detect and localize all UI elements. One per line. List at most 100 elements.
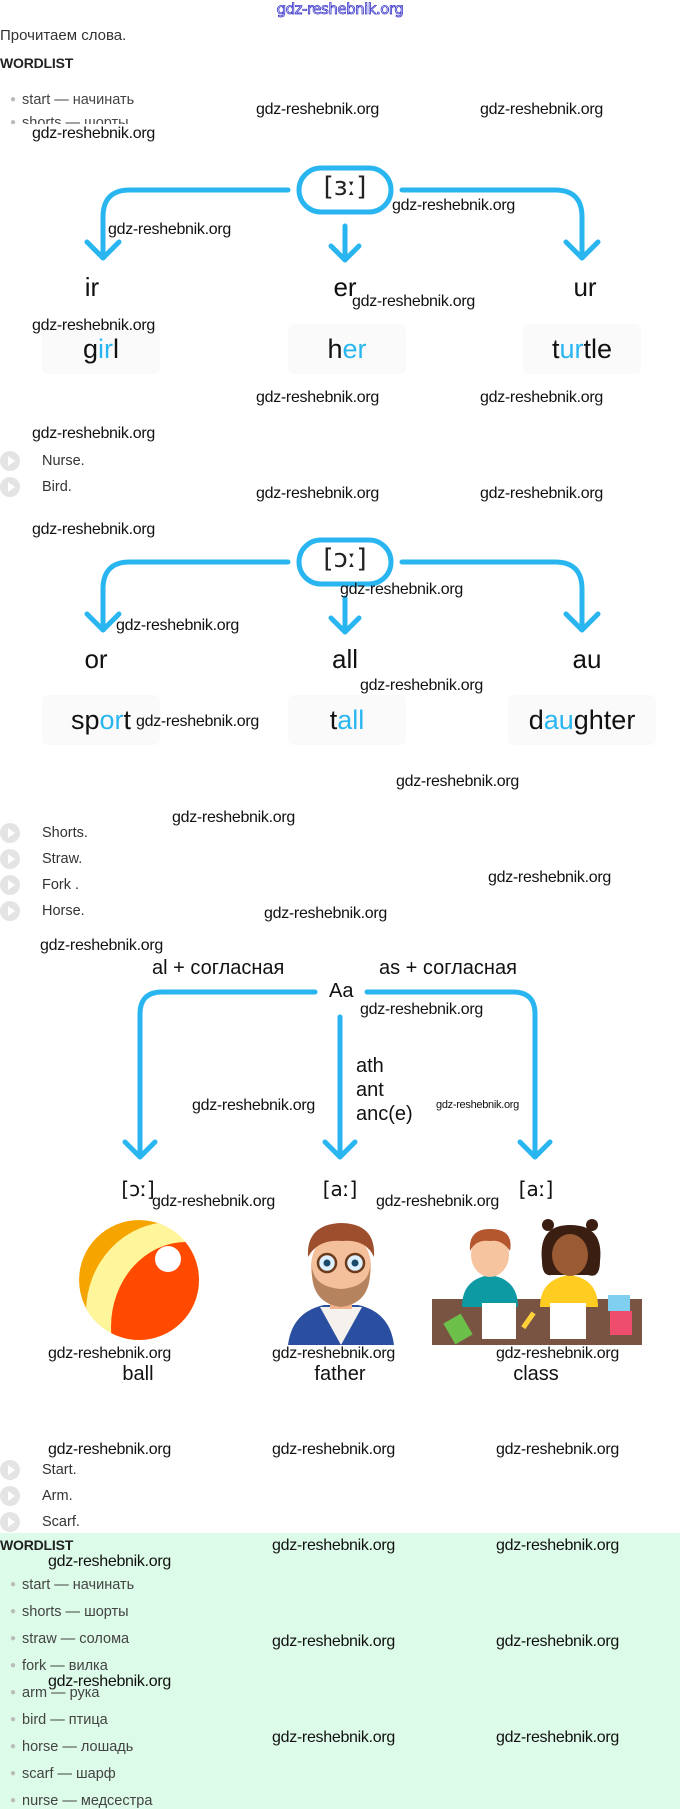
watermark: gdz-reshebnik.org bbox=[48, 1673, 171, 1690]
watermark: gdz-reshebnik.org bbox=[496, 1537, 619, 1554]
play-icon[interactable] bbox=[0, 1486, 20, 1506]
wordlist-item: ●horse — лошадь bbox=[10, 1739, 134, 1755]
bullet-icon: ● bbox=[10, 1714, 17, 1725]
wordlist-item: ●arm — рука bbox=[10, 1685, 100, 1701]
play-icon[interactable] bbox=[0, 1460, 20, 1480]
bullet-icon: ● bbox=[10, 1795, 17, 1806]
picture-word: class bbox=[513, 1363, 559, 1385]
audio-item[interactable]: Scarf. bbox=[0, 1511, 80, 1533]
sound-diagram-or: [ɔː] or all au sport tall daughter bbox=[0, 532, 680, 757]
audio-item[interactable]: Arm. bbox=[0, 1485, 73, 1507]
audio-item[interactable]: Straw. bbox=[0, 848, 82, 870]
arrow-left-head bbox=[84, 239, 122, 261]
watermark: gdz-reshebnik.org bbox=[352, 293, 475, 310]
play-icon[interactable] bbox=[0, 875, 20, 895]
watermark: gdz-reshebnik.org bbox=[152, 1193, 275, 1210]
site-watermark-header: gdz-reshebnik.org bbox=[276, 0, 404, 18]
watermark: gdz-reshebnik.org bbox=[436, 1099, 519, 1111]
spelling-pattern: au bbox=[572, 644, 602, 674]
watermark: gdz-reshebnik.org bbox=[480, 485, 603, 502]
arrow-right-head bbox=[563, 239, 601, 261]
watermark: gdz-reshebnik.org bbox=[272, 1441, 395, 1458]
spelling-pattern: ir bbox=[84, 272, 100, 302]
watermark: gdz-reshebnik.org bbox=[360, 677, 483, 694]
audio-item[interactable]: Shorts. bbox=[0, 822, 88, 844]
wordlist-preview-item: ● start — начинать bbox=[10, 92, 134, 108]
bullet-icon: ● bbox=[10, 1606, 17, 1617]
audio-item[interactable]: Nurse. bbox=[0, 450, 85, 472]
watermark: gdz-reshebnik.org bbox=[496, 1345, 619, 1362]
arrow-middle-head bbox=[322, 1139, 358, 1160]
spelling-pattern: all bbox=[331, 644, 358, 674]
watermark: gdz-reshebnik.org bbox=[396, 773, 519, 790]
watermark: gdz-reshebnik.org bbox=[496, 1441, 619, 1458]
arrow-diagram-a bbox=[122, 989, 553, 1160]
play-icon[interactable] bbox=[0, 823, 20, 843]
play-icon[interactable] bbox=[0, 451, 20, 471]
play-icon[interactable] bbox=[0, 1512, 20, 1532]
arrow-right-path bbox=[399, 187, 585, 261]
wordlist-preview-text: shorts — шорты bbox=[22, 115, 129, 124]
arrow-middle-head bbox=[328, 243, 362, 263]
wordlist-title-top: WORDLIST bbox=[0, 55, 74, 71]
watermark: gdz-reshebnik.org bbox=[32, 425, 155, 442]
watermark: gdz-reshebnik.org bbox=[376, 1193, 499, 1210]
audio-item[interactable]: Bird. bbox=[0, 476, 72, 498]
middle-rule-label: anc(e) bbox=[356, 1103, 413, 1125]
watermark: gdz-reshebnik.org bbox=[116, 617, 239, 634]
watermark: gdz-reshebnik.org bbox=[496, 1633, 619, 1650]
wordlist-panel bbox=[0, 1533, 680, 1809]
arrow-left-path bbox=[137, 989, 318, 1160]
audio-label: Shorts. bbox=[42, 825, 88, 841]
example-word-card: daughter bbox=[508, 695, 656, 745]
bullet-icon: ● bbox=[10, 117, 17, 124]
arrow-right-head bbox=[563, 611, 601, 633]
watermark: gdz-reshebnik.org bbox=[256, 101, 379, 118]
sound-pill-outline bbox=[296, 165, 394, 215]
audio-label: Nurse. bbox=[42, 453, 85, 469]
watermark: gdz-reshebnik.org bbox=[272, 1729, 395, 1746]
arrow-left-head bbox=[122, 1139, 158, 1160]
play-icon[interactable] bbox=[0, 477, 20, 497]
play-icon[interactable] bbox=[0, 901, 20, 921]
arrow-left-path bbox=[100, 187, 291, 261]
watermark: gdz-reshebnik.org bbox=[360, 1001, 483, 1018]
audio-label: Fork . bbox=[42, 877, 80, 893]
audio-label: Straw. bbox=[42, 851, 83, 867]
watermark: gdz-reshebnik.org bbox=[192, 1097, 315, 1114]
watermark: gdz-reshebnik.org bbox=[340, 581, 463, 598]
left-rule-label: al + согласная bbox=[152, 957, 285, 979]
wordlist-preview-text: start — начинать bbox=[22, 92, 135, 108]
example-word-card: sport bbox=[42, 695, 160, 745]
play-icon[interactable] bbox=[0, 849, 20, 869]
wordlist-item: ●fork — вилка bbox=[10, 1658, 108, 1674]
arrow-left-path bbox=[100, 559, 291, 633]
arrow-diagram-or bbox=[84, 537, 601, 635]
phonetic-label: [aː] bbox=[322, 1177, 358, 1201]
sound-symbol: [ɜː] bbox=[323, 172, 367, 202]
audio-item[interactable]: Fork . bbox=[0, 874, 79, 896]
watermark: gdz-reshebnik.org bbox=[48, 1553, 171, 1570]
arrow-right-head bbox=[517, 1139, 553, 1160]
audio-label: Start. bbox=[42, 1462, 77, 1478]
bullet-icon: ● bbox=[10, 94, 17, 105]
classroom-illustration bbox=[432, 1219, 642, 1345]
wordlist-item: ●start — начинать bbox=[10, 1577, 135, 1593]
bullet-icon: ● bbox=[10, 1687, 17, 1698]
audio-item[interactable]: Start. bbox=[0, 1459, 77, 1481]
sound-pill-outline bbox=[296, 537, 394, 587]
spelling-pattern: er bbox=[333, 272, 357, 302]
watermark: gdz-reshebnik.org bbox=[32, 125, 155, 142]
picture-word: father bbox=[314, 1363, 366, 1385]
letter-a-diagram: al + согласная as + согласная Aa ath ant… bbox=[0, 955, 680, 1395]
arrow-right-path bbox=[364, 989, 538, 1160]
audio-label: Scarf. bbox=[42, 1514, 80, 1530]
audio-item[interactable]: Horse. bbox=[0, 900, 85, 922]
watermark: gdz-reshebnik.org bbox=[40, 937, 163, 954]
audio-label: Bird. bbox=[42, 479, 72, 495]
middle-rule-label: ath bbox=[356, 1055, 384, 1077]
bullet-icon: ● bbox=[10, 1741, 17, 1752]
watermark: gdz-reshebnik.org bbox=[392, 197, 515, 214]
watermark: gdz-reshebnik.org bbox=[256, 389, 379, 406]
sound-symbol: [ɔː] bbox=[323, 544, 367, 574]
